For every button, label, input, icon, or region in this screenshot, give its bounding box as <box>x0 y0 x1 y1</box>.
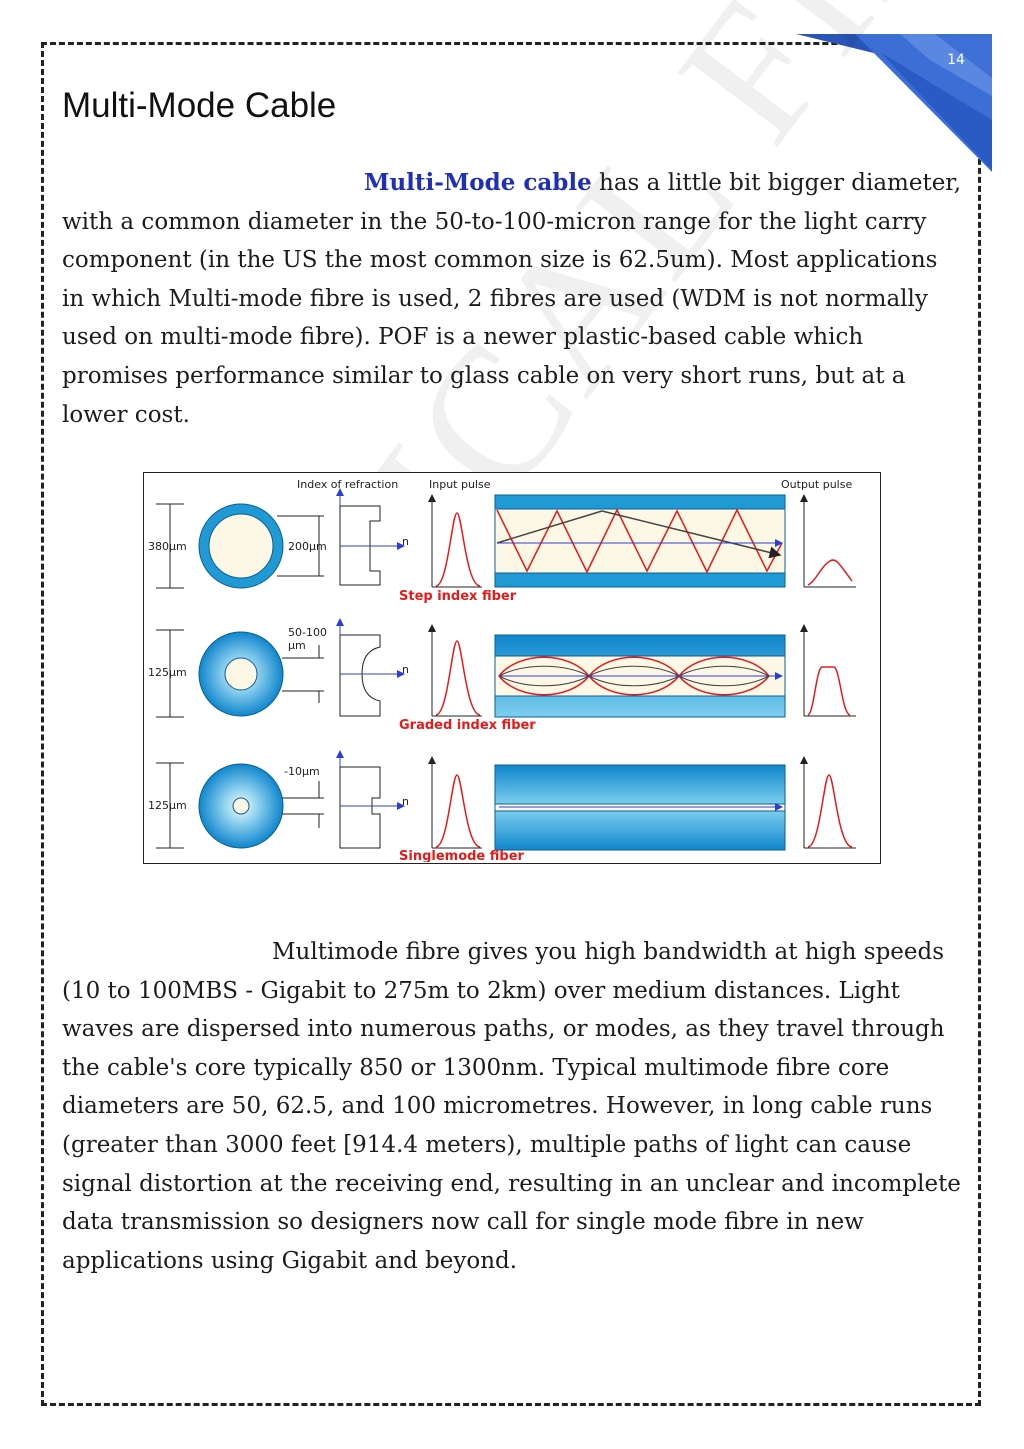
singlemode-row: 125μm -10μm n Singlemode fiber <box>148 750 856 862</box>
header-output-pulse: Output pulse <box>781 478 852 491</box>
page-title: Multi-Mode Cable <box>62 86 337 125</box>
graded-outer-diameter: 125μm <box>148 666 187 679</box>
header-input-pulse: Input pulse <box>429 478 491 491</box>
step-index-row: 380μm 200μm n Step index fiber <box>148 488 856 604</box>
graded-core-line1: 50-100 <box>288 626 327 639</box>
step-index-label: Step index fiber <box>399 589 517 604</box>
graded-core-line2: μm <box>288 639 306 652</box>
graded-index-row: 125μm 50-100 μm n Graded index fiber <box>148 618 856 733</box>
fiber-types-figure: Index of refraction Input pulse Output p… <box>143 472 881 864</box>
page-number: 14 <box>947 52 965 68</box>
single-n-label: n <box>402 795 409 808</box>
paragraph-2: Multimode fibre gives you high bandwidth… <box>62 933 962 1280</box>
header-index-of-refraction: Index of refraction <box>297 478 398 491</box>
paragraph-1-lead: Multi-Mode cable <box>364 169 592 196</box>
graded-index-label: Graded index fiber <box>399 718 536 733</box>
paragraph-1-text: has a little bit bigger diameter, with a… <box>62 170 962 428</box>
page-border <box>41 42 981 1406</box>
step-outer-diameter: 380μm <box>148 540 187 553</box>
step-core-diameter: 200μm <box>288 540 327 553</box>
step-n-label: n <box>402 535 409 548</box>
paragraph-1: Multi-Mode cable has a little bit bigger… <box>62 164 962 434</box>
single-outer-diameter: 125μm <box>148 799 187 812</box>
paragraph-2-text: Multimode fibre gives you high bandwidth… <box>62 939 961 1274</box>
singlemode-label: Singlemode fiber <box>399 849 525 862</box>
single-core-diameter: -10μm <box>284 765 320 778</box>
graded-n-label: n <box>402 663 409 676</box>
corner-ribbon <box>796 34 992 172</box>
